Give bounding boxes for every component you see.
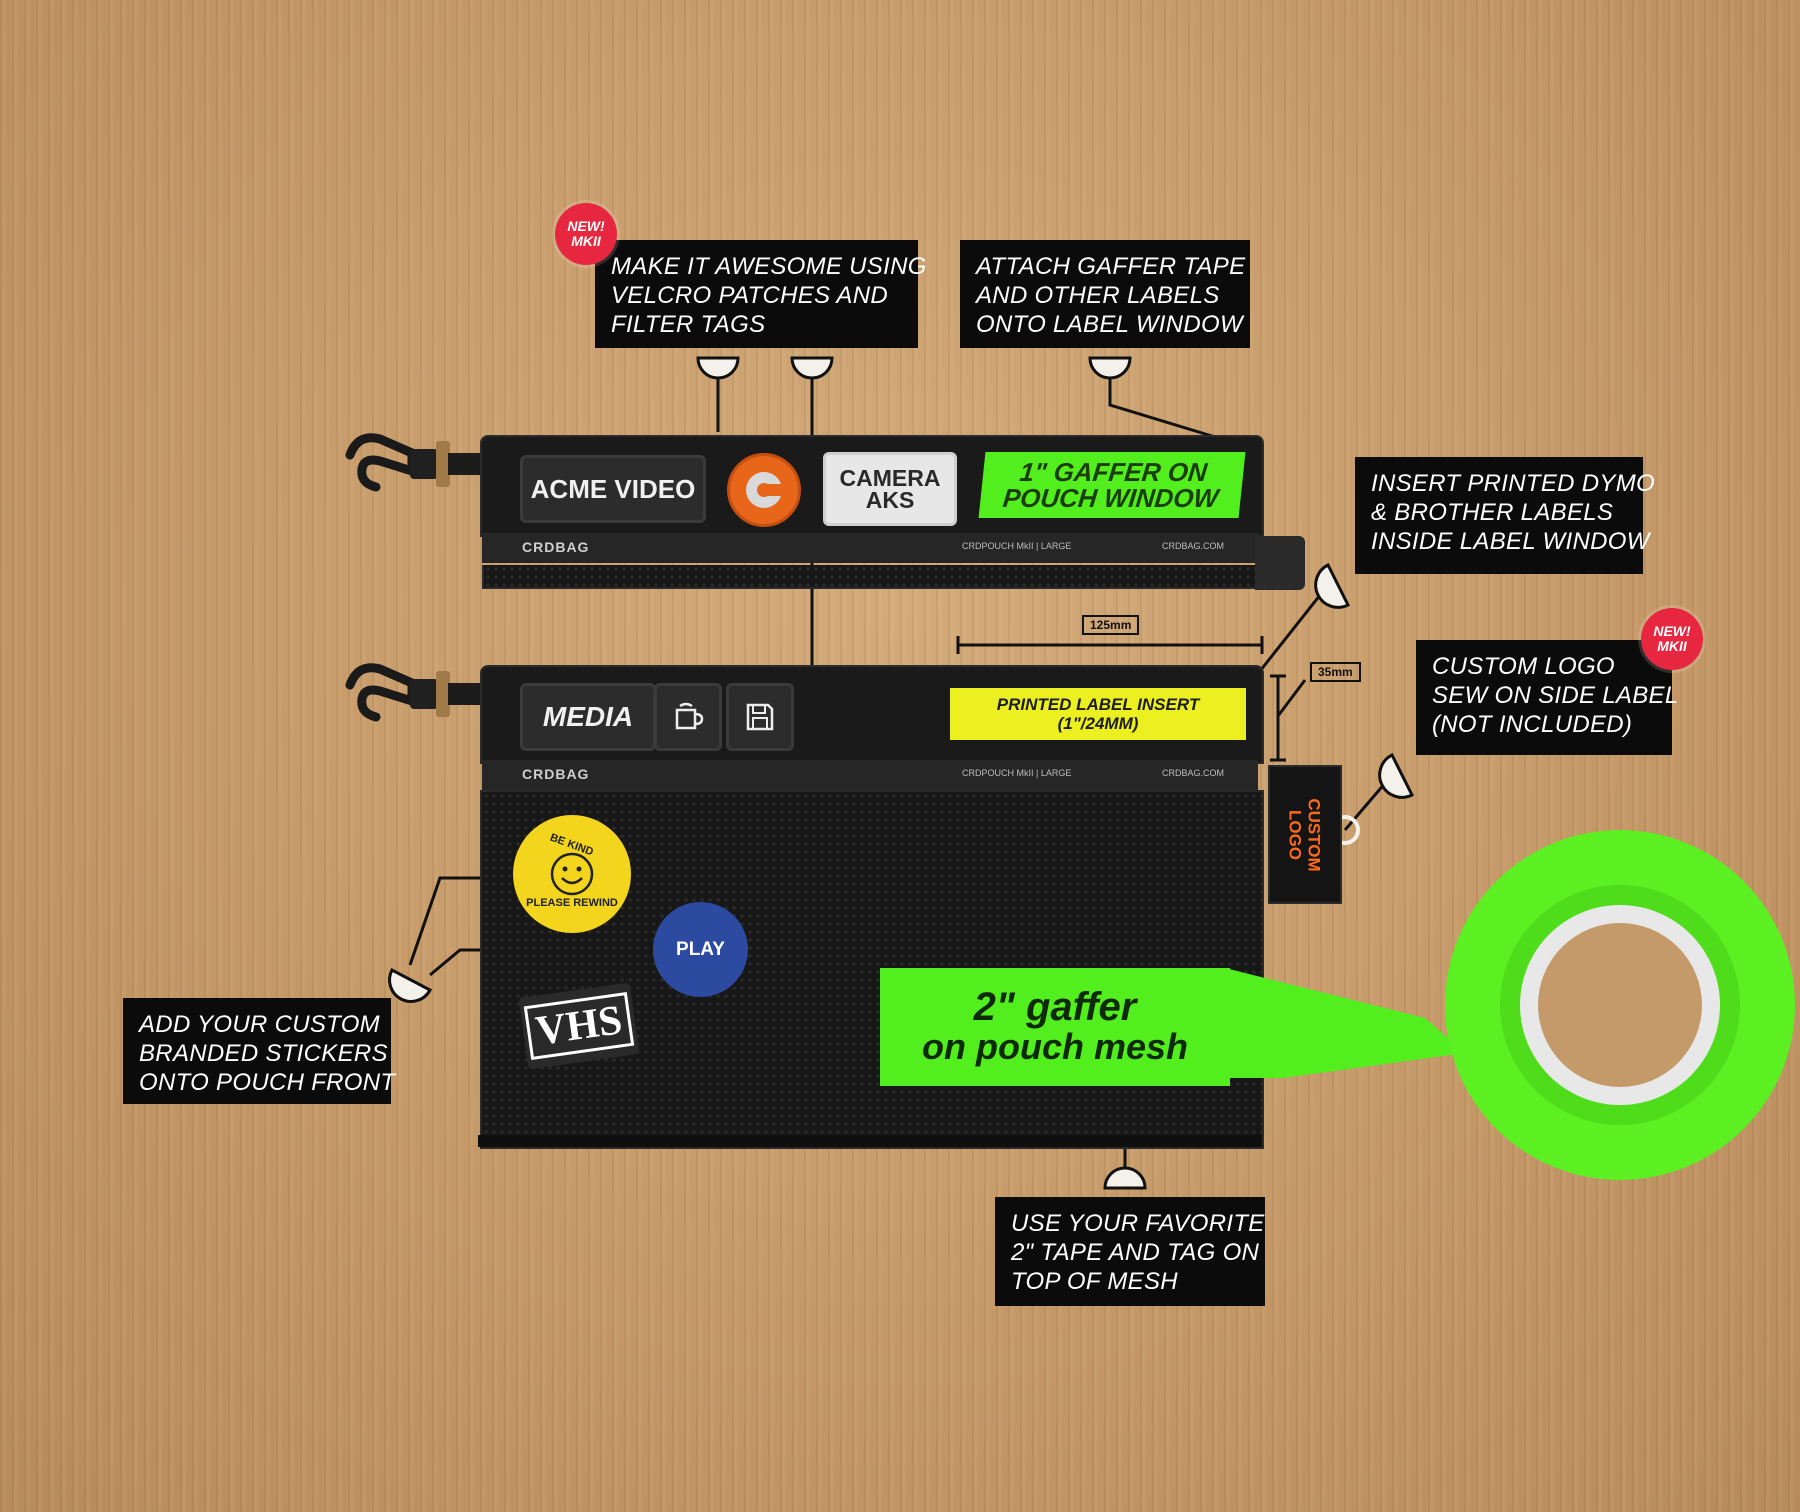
callout-line: SEW ON SIDE LABEL xyxy=(1432,682,1679,709)
patch-media: MEDIA xyxy=(520,683,656,751)
badge-line1: NEW! xyxy=(567,218,605,234)
play-sticker: PLAY xyxy=(653,902,748,997)
top-pouch-brand-bar: CRDBAG CRDPOUCH MkII | LARGE CRDBAG.COM xyxy=(482,533,1258,563)
side-tag-line1: CUSTOM xyxy=(1305,797,1325,872)
callout-line: & BROTHER LABELS xyxy=(1371,499,1614,526)
mug-icon xyxy=(675,702,704,730)
dimension-width: 125mm xyxy=(1082,615,1140,635)
smiley-sticker: BE KIND PLEASE REWIND xyxy=(513,815,631,933)
printed-label-line2: (1"/24MM) xyxy=(1057,714,1139,733)
patch-camera-aks: CAMERA AKS xyxy=(823,452,957,526)
top-pouch-pull-tab xyxy=(1255,536,1305,590)
smiley-face-icon xyxy=(550,852,594,896)
callout-line: (NOT INCLUDED) xyxy=(1432,711,1633,738)
callout-line: FILTER TAGS xyxy=(611,311,766,338)
patch-media-text: MEDIA xyxy=(542,701,634,732)
brand-logo: CRDBAG xyxy=(522,766,590,782)
floppy-disk-icon xyxy=(746,703,774,731)
badge-line1: NEW! xyxy=(1653,623,1691,639)
tape-strip-line2: ON POUCH MESH xyxy=(921,1026,1188,1067)
badge-line2: MKII xyxy=(571,233,601,249)
callout-custom-logo: CUSTOM LOGO SEW ON SIDE LABEL (NOT INCLU… xyxy=(1416,640,1679,755)
callout-line: AND OTHER LABELS xyxy=(976,282,1220,309)
callout-line: USE YOUR FAVORITE xyxy=(1011,1210,1265,1237)
callout-line: INSERT PRINTED DYMO xyxy=(1371,470,1655,497)
callout-line: ONTO LABEL WINDOW xyxy=(976,311,1243,338)
orange-logo-patch xyxy=(727,453,801,527)
printed-label-line1: PRINTED LABEL INSERT xyxy=(996,695,1200,714)
callout-line: INSIDE LABEL WINDOW xyxy=(1371,528,1650,555)
custom-logo-side-tag: CUSTOM LOGO xyxy=(1268,765,1342,904)
gaffer-window-line2: POUCH WINDOW xyxy=(1001,483,1220,513)
vhs-sticker-text: VHS xyxy=(523,992,635,1061)
callout-line: ONTO POUCH FRONT xyxy=(139,1069,396,1096)
gaffer-window-line1: 1" GAFFER ON xyxy=(1018,457,1209,487)
callout-line: TOP OF MESH xyxy=(1011,1268,1178,1295)
callout-line: MAKE IT AWESOME USING xyxy=(611,253,927,280)
site-label: CRDBAG.COM xyxy=(1162,768,1225,778)
gaffer-tape-strip: 2" GAFFER ON POUCH MESH xyxy=(880,968,1230,1086)
bottom-pouch-bottom-binding xyxy=(478,1135,1262,1147)
callout-tape: USE YOUR FAVORITE 2" TAPE AND TAG ON TOP… xyxy=(995,1197,1265,1306)
patch-mug-icon-tile xyxy=(654,683,722,751)
new-mkii-badge-velcro: NEW! MKII xyxy=(555,203,617,265)
callout-line: BRANDED STICKERS xyxy=(139,1040,388,1067)
gaffer-window-label: 1" GAFFER ON POUCH WINDOW xyxy=(978,452,1246,518)
callout-line: ADD YOUR CUSTOM xyxy=(139,1011,380,1038)
callout-line: ATTACH GAFFER TAPE xyxy=(976,253,1246,280)
site-label: CRDBAG.COM xyxy=(1162,541,1225,551)
callout-stickers: ADD YOUR CUSTOM BRANDED STICKERS ONTO PO… xyxy=(123,998,396,1104)
callout-dymo-labels: INSERT PRINTED DYMO & BROTHER LABELS INS… xyxy=(1355,457,1655,574)
tape-strip-line1: 2" GAFFER xyxy=(973,985,1137,1029)
carabiner-hook-top xyxy=(345,433,490,492)
vhs-sticker: VHS xyxy=(518,982,640,1070)
badge-line2: MKII xyxy=(1657,638,1687,654)
c-logo-icon xyxy=(746,472,786,508)
callout-line: CUSTOM LOGO xyxy=(1432,653,1615,680)
bottom-pouch-brand-bar: CRDBAG CRDPOUCH MkII | LARGE CRDBAG.COM xyxy=(482,760,1258,790)
patch-floppy-icon-tile xyxy=(726,683,794,751)
play-sticker-text: PLAY xyxy=(676,938,725,960)
side-tag-line2: LOGO xyxy=(1286,809,1306,860)
brand-logo: CRDBAG xyxy=(522,539,590,555)
callout-gaffer-window: ATTACH GAFFER TAPE AND OTHER LABELS ONTO… xyxy=(960,240,1250,348)
callout-line: 2" TAPE AND TAG ON xyxy=(1011,1239,1260,1266)
patch-acme-video: ACME VIDEO xyxy=(520,455,706,523)
gaffer-tape-tail xyxy=(1225,968,1465,1078)
model-label: CRDPOUCH MkII | LARGE xyxy=(962,541,1072,551)
callout-velcro-patches: MAKE IT AWESOME USING VELCRO PATCHES AND… xyxy=(595,240,927,348)
smiley-sticker-bottom-text: PLEASE REWIND xyxy=(526,897,618,909)
patch-camera-line1: CAMERA xyxy=(839,465,941,491)
printed-label-insert: PRINTED LABEL INSERT (1"/24MM) xyxy=(950,688,1246,740)
callout-line: VELCRO PATCHES AND xyxy=(611,282,889,309)
dimension-height: 35mm xyxy=(1310,662,1361,682)
patch-acme-video-text: ACME VIDEO xyxy=(530,473,696,504)
top-pouch-mesh xyxy=(482,565,1262,589)
patch-camera-line2: AKS xyxy=(865,487,915,513)
model-label: CRDPOUCH MkII | LARGE xyxy=(962,768,1072,778)
new-mkii-badge-logo: NEW! MKII xyxy=(1641,608,1703,670)
carabiner-hook-bottom xyxy=(345,663,490,722)
gaffer-tape-roll xyxy=(1445,830,1795,1180)
